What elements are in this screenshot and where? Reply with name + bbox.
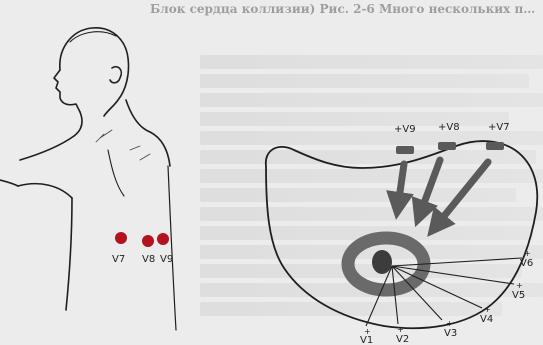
label-v7: V7 bbox=[112, 254, 125, 265]
electrode-post-v9 bbox=[396, 146, 414, 154]
neck-back bbox=[126, 100, 150, 132]
plus-v6: + bbox=[524, 249, 531, 258]
vector-v6 bbox=[392, 258, 522, 266]
transverse-section: +V9 +V8 +V7 + V1 bbox=[266, 122, 537, 345]
label-post-v9: +V9 bbox=[394, 124, 416, 135]
posterior-electrodes: +V9 +V8 +V7 bbox=[394, 122, 510, 154]
neck-front bbox=[74, 112, 82, 136]
label-post-v7: +V7 bbox=[488, 122, 510, 133]
heart-cavity bbox=[372, 250, 392, 274]
plus-v3: + bbox=[446, 319, 453, 328]
label-post-v8: +V8 bbox=[438, 122, 460, 133]
face-profile bbox=[54, 70, 80, 112]
arrow-v7 bbox=[436, 162, 488, 226]
arrow-v9 bbox=[398, 164, 404, 206]
label-v9: V9 bbox=[160, 254, 173, 265]
arm-lower bbox=[0, 180, 18, 186]
ear bbox=[110, 67, 121, 83]
torso-illustration bbox=[0, 28, 176, 330]
shoulder-back bbox=[150, 132, 170, 166]
label-v4: V4 bbox=[480, 314, 493, 325]
label-v1: V1 bbox=[360, 335, 373, 345]
plus-v2: + bbox=[397, 325, 404, 334]
arrow-v8 bbox=[420, 160, 440, 214]
electrode-v7 bbox=[115, 232, 127, 244]
plus-v4: + bbox=[484, 305, 491, 314]
arm-upper bbox=[18, 184, 72, 198]
electrode-post-v8 bbox=[438, 142, 456, 150]
shading-lines bbox=[96, 130, 150, 160]
spine-line bbox=[168, 166, 176, 330]
electrode-v9 bbox=[157, 233, 169, 245]
electrode-post-v7 bbox=[486, 142, 504, 150]
direction-arrows bbox=[398, 160, 488, 226]
label-v6: V6 bbox=[520, 258, 533, 269]
label-v5: V5 bbox=[512, 290, 525, 301]
plus-v5: + bbox=[516, 281, 523, 290]
label-v8: V8 bbox=[142, 254, 155, 265]
label-v2: V2 bbox=[396, 334, 409, 345]
label-v3: V3 bbox=[444, 328, 457, 339]
scapula-line bbox=[108, 150, 124, 196]
electrode-v8 bbox=[142, 235, 154, 247]
armpit-line bbox=[66, 198, 72, 310]
back-electrodes: V7 V8 V9 bbox=[112, 232, 173, 265]
front-torso bbox=[20, 136, 74, 160]
head-outline bbox=[60, 28, 129, 116]
